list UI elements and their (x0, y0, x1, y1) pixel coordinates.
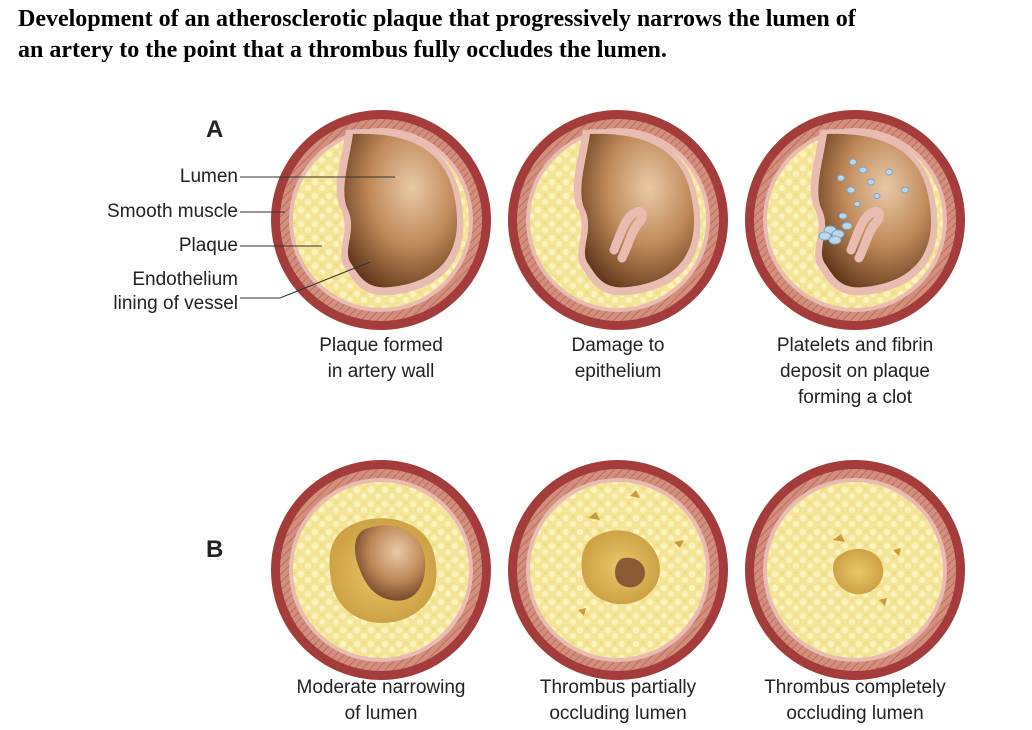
label-smooth-muscle: Smooth muscle (107, 201, 238, 222)
caption-b1-line-1: Moderate narrowing (296, 677, 466, 698)
platelets (818, 158, 909, 245)
caption-a3-line-2: deposit on plaque (779, 361, 930, 382)
caption-a1-line-1: Plaque formed (319, 335, 443, 356)
caption-a2-line-2: epithelium (574, 361, 662, 382)
row-label-b: B (206, 536, 224, 563)
label-leader-lines (240, 176, 395, 299)
figure-title-line-1: Development of an atherosclerotic plaque… (18, 6, 856, 32)
caption-a3-line-1: Platelets and fibrin (776, 335, 934, 356)
artery-b3 (745, 460, 965, 680)
artery-a2 (508, 110, 728, 330)
caption-b2-line-1: Thrombus partially (539, 677, 697, 698)
caption-b3-line-2: occluding lumen (786, 703, 924, 724)
caption-b3-line-1: Thrombus completely (764, 677, 946, 698)
artery-a1 (271, 110, 491, 330)
row-label-a: A (206, 116, 224, 143)
caption-a3: Platelets and fibrin deposit on plaque f… (735, 333, 975, 411)
caption-a1-line-2: in artery wall (327, 361, 435, 382)
artery-b2 (508, 460, 728, 680)
label-lumen: Lumen (179, 166, 238, 187)
caption-b1-line-2: of lumen (344, 703, 418, 724)
figure-title: Development of an atherosclerotic plaque… (18, 4, 1028, 66)
caption-a3-line-3: forming a clot (797, 387, 913, 408)
caption-a2: Damage to epithelium (498, 333, 738, 385)
label-endothelium-line-1: Endothelium (132, 269, 238, 290)
caption-b1: Moderate narrowing of lumen (261, 675, 501, 727)
artery-b1 (271, 460, 491, 680)
caption-b2-line-2: occluding lumen (549, 703, 687, 724)
caption-a1: Plaque formed in artery wall (261, 333, 501, 385)
label-endothelium-line-2: lining of vessel (113, 293, 238, 314)
artery-a3 (745, 110, 965, 330)
caption-b2: Thrombus partially occluding lumen (498, 675, 738, 727)
label-endothelium: Endothelium lining of vessel (113, 268, 238, 316)
caption-b3: Thrombus completely occluding lumen (735, 675, 975, 727)
caption-a2-line-1: Damage to (571, 335, 665, 356)
label-plaque: Plaque (178, 235, 238, 256)
figure-title-line-2: an artery to the point that a thrombus f… (18, 37, 667, 63)
